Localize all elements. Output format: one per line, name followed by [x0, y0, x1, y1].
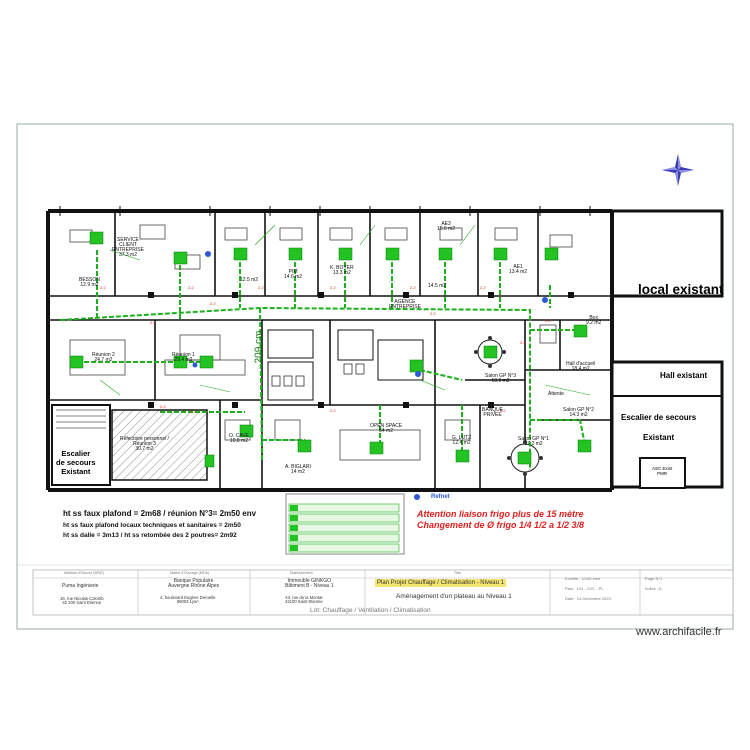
- tb-meta-page: Page N°1: [645, 576, 663, 581]
- refnet-label: Refnet: [431, 494, 450, 500]
- svg-text:2.2: 2.2: [500, 408, 506, 413]
- svg-text:2.2: 2.2: [330, 408, 336, 413]
- warning-line-1: Attention liaison frigo plus de 15 mètre: [417, 509, 584, 519]
- svg-text:2.2: 2.2: [188, 285, 194, 290]
- room-bureau-1: 12.5 m2: [240, 277, 259, 283]
- room-biglari: A. BIGLARI 14 m2: [285, 464, 311, 475]
- svg-text:2.2: 2.2: [330, 285, 336, 290]
- room-box: Box 9.2 m2: [586, 315, 602, 326]
- svg-text:2.2: 2.2: [258, 285, 264, 290]
- room-kboyer: K. BOYER 13.3 m2: [330, 265, 354, 276]
- room-ocave: O. CAVE 10.8 m2: [229, 433, 249, 444]
- tb-moe-address: 16, rue Nicolas Colomb 42 100 Saint Etie…: [60, 596, 104, 606]
- warning-line-2: Changement de Ø frigo 1/4 1/2 a 1/2 3/8: [417, 520, 585, 530]
- room-hall-accueil: Hall d'accueil 18.4 m2: [566, 361, 596, 372]
- local-existant-label: local existant: [638, 282, 724, 297]
- svg-text:2.2: 2.2: [545, 318, 551, 323]
- tb-meta-plan: Plan : 123 - CVC - PL: [565, 586, 604, 591]
- dimension-209: 209 cm: [253, 330, 265, 364]
- tb-meta-index: Indice : A: [645, 586, 662, 591]
- room-pim: PIM 14.6 m2: [284, 269, 303, 280]
- tb-title-head: Titre: [454, 571, 462, 575]
- svg-text:2.2: 2.2: [430, 311, 436, 316]
- tb-title-sub: Aménagement d'un plateau au Niveau 1: [396, 593, 512, 600]
- tb-moa-address: 4, boulevard Eugène Deruelle 69003 Lyon: [160, 595, 216, 605]
- tb-meta-date: Date : 14 Décembre 2023: [565, 596, 611, 601]
- tb-moe-name: Puma Ingénierie: [62, 583, 99, 589]
- note-technical-height: ht ss faux plafond locaux techniques et …: [63, 522, 241, 529]
- svg-text:2.2: 2.2: [210, 301, 216, 306]
- hall-existant-label: Hall existant: [660, 371, 708, 380]
- svg-text:2.2: 2.2: [480, 285, 486, 290]
- room-besson: BESSON 12.9 m2: [79, 277, 100, 288]
- tb-etab-name: Immeuble GINKGO Bâtiment B - Niveau 1: [285, 578, 334, 589]
- room-service-client: SERVICE CLIENT ENTREPRISE 37.3 m2: [112, 237, 144, 258]
- note-slab-height: ht ss dalle = 3m13 / ht ss retombée des …: [63, 532, 237, 539]
- room-refectoire: Réfectoire personnel / Réunion 3 30.7 m2: [120, 436, 169, 452]
- tb-moe-head: Maîtrise d'Oeuvre (MOE): [64, 571, 104, 575]
- svg-text:2.2: 2.2: [100, 285, 106, 290]
- svg-text:2.2: 2.2: [160, 404, 166, 409]
- room-ae1: AE1 13.4 m2: [509, 264, 528, 275]
- room-salon-gp3: Salon GP N°3 13.9 m2: [485, 373, 517, 384]
- tb-moa-head: Maître d'Ouvrage (MOA): [170, 571, 210, 575]
- north-arrow-icon: [662, 154, 694, 186]
- room-agence: AGENCE ENTREPRISE: [389, 299, 421, 310]
- tb-etab-head: Etablissement: [290, 571, 313, 575]
- room-attente: Attente: [548, 391, 564, 397]
- note-ceiling-height: ht ss faux plafond = 2m68 / réunion N°3=…: [63, 509, 257, 518]
- tb-meta-scale: Echelle : 1/100 ème: [565, 576, 601, 581]
- svg-text:2.2: 2.2: [520, 340, 526, 345]
- room-open-space: OPEN SPACE 54 m2: [370, 423, 403, 434]
- room-banque-privee: BANQUE PRIVEE: [482, 407, 504, 418]
- tb-etab-address: 43, rue de la Montat 42100 Saint Etienne: [285, 595, 323, 605]
- svg-text:2.2: 2.2: [410, 285, 416, 290]
- room-salon-gp1: Salon GP N°1 17.2 m2: [518, 436, 550, 447]
- asc-label: ASC Exist PMR: [652, 466, 673, 476]
- escalier-right-label: Escalier de secours: [621, 413, 697, 422]
- room-salon-gp2: Salon GP N°2 14.3 m2: [563, 407, 595, 418]
- tb-title-main: Plan Projet Chauffage / Climatisation - …: [375, 579, 506, 587]
- escalier-left-label: Escalier de secours Existant: [56, 449, 96, 476]
- room-bureau-5: 14.5 m2: [428, 283, 447, 289]
- tb-moa-name: Banque Populaire Auvergne Rhône Alpes: [168, 578, 220, 589]
- room-reunion1: Réunion 1 29.4 m2: [172, 352, 195, 363]
- svg-text:2.2: 2.2: [190, 409, 196, 414]
- room-ae3: AE3 15.6 m2: [437, 221, 456, 232]
- existant-right-label: Existant: [643, 433, 675, 442]
- room-reunion2: Réunion 2 24.7 m2: [92, 352, 115, 363]
- tb-lot: Lot: Chauffage / Ventilation / Climatisa…: [310, 607, 431, 614]
- svg-text:2.2: 2.2: [150, 320, 156, 325]
- watermark-text: www.archifacile.fr: [636, 626, 722, 638]
- room-glutz: G. LUTZ 12.4 m2: [452, 435, 472, 446]
